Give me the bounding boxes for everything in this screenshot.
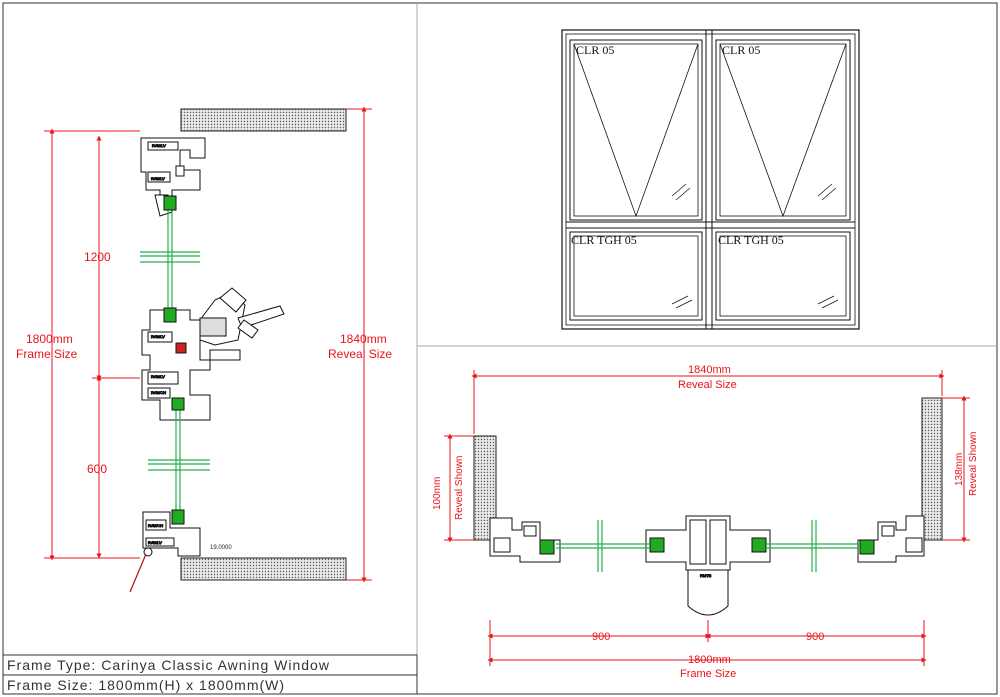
dimension-lines-vertical <box>44 106 372 583</box>
right-reveal-label: Reveal Shown <box>968 432 979 496</box>
reveal-dim-label: Reveal Size <box>678 379 737 391</box>
glazing-horizontal <box>556 520 860 572</box>
reveal-dim-value: 1840mm <box>688 364 731 376</box>
pane-label-bottom-left: CLR TGH 05 <box>571 233 637 247</box>
head-frame-profile: RAWLV RAWLV <box>140 137 206 217</box>
dim-bottom-sash: 600 <box>87 462 107 476</box>
svg-text:RAWLV: RAWLV <box>151 374 165 379</box>
half-right-dim: 900 <box>806 631 824 643</box>
pane-label-top-left: CLR 05 <box>576 43 614 57</box>
sill-frame-profile: RAWCH RAWLV <box>129 511 201 593</box>
left-reveal-label: Reveal Shown <box>454 456 465 520</box>
dim-top-sash: 1200 <box>84 250 111 264</box>
reveal-size-label: Reveal Size <box>328 347 392 361</box>
horizontal-section: RMTB <box>432 364 979 680</box>
frame-dim-label: Frame Size <box>680 668 736 680</box>
wall-sill <box>180 557 347 581</box>
svg-text:RAWCH: RAWCH <box>148 523 163 528</box>
svg-text:RAWLV: RAWLV <box>148 540 162 545</box>
dimension-lines-horizontal <box>444 370 970 666</box>
pane-label-bottom-right: CLR TGH 05 <box>718 233 784 247</box>
wall-left <box>473 435 497 541</box>
wall-head <box>180 108 347 132</box>
left-reveal-value: 100mm <box>432 477 443 510</box>
right-reveal-value: 138mm <box>954 453 965 486</box>
reveal-size-value: 1840mm <box>340 332 387 346</box>
svg-text:RAWLV: RAWLV <box>152 143 166 148</box>
frame-type-text: Frame Type: Carinya Classic Awning Windo… <box>7 657 330 673</box>
left-jamb-profile <box>489 517 561 563</box>
transom-profile: RAWLV RAWLV RAWCH <box>141 309 241 421</box>
svg-text:RAWCH: RAWCH <box>151 390 166 395</box>
half-left-dim: 900 <box>592 631 610 643</box>
winder-handle <box>199 287 285 346</box>
wall-right <box>921 397 943 541</box>
frame-size-text: Frame Size: 1800mm(H) x 1800mm(W) <box>7 677 285 693</box>
window-elevation <box>561 29 860 330</box>
frame-size-label: Frame Size <box>16 347 78 361</box>
frame-size-value: 1800mm <box>26 332 73 346</box>
small-dim: 19.0000 <box>210 545 232 551</box>
svg-text:RAWLV: RAWLV <box>151 176 165 181</box>
pane-label-top-right: CLR 05 <box>722 43 760 57</box>
glazing-upper <box>140 205 200 312</box>
svg-text:RAWLV: RAWLV <box>151 334 165 339</box>
right-jamb-profile <box>857 515 925 563</box>
svg-text:RMTB: RMTB <box>700 573 712 578</box>
title-block: Frame Type: Carinya Classic Awning Windo… <box>2 654 418 695</box>
glazing-lower <box>148 400 210 514</box>
vertical-section: RAWLV RAWLV RAWLV RAWLV RAWCH R <box>16 106 392 593</box>
glazing-beads <box>163 195 185 525</box>
center-mullion-profile: RMTB <box>645 515 771 616</box>
frame-dim-value: 1800mm <box>688 654 731 666</box>
